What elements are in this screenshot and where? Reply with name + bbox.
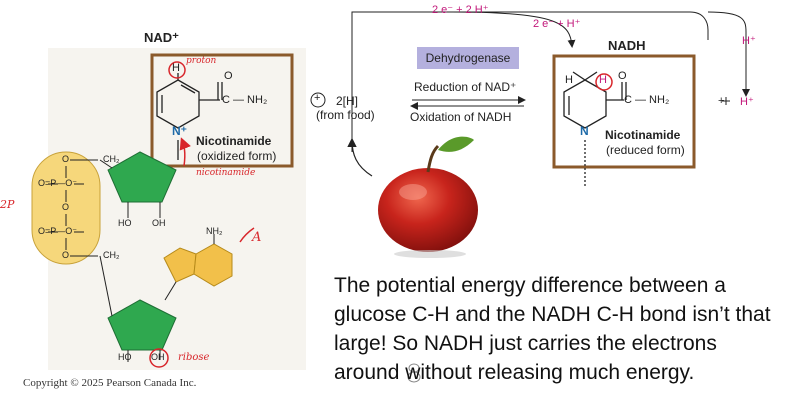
phosphate-bonds xyxy=(48,159,98,257)
ribose-bottom-oh-circled: OH xyxy=(151,352,165,362)
nadh-title: NADH xyxy=(608,38,646,53)
explanation-text: The potential energy difference between … xyxy=(334,271,792,387)
ribose-top-oh2: OH xyxy=(152,218,166,228)
nicotinamide-annotation: nicotinamide xyxy=(196,168,256,178)
atom-o-right: O xyxy=(618,70,627,82)
atom-ch2-bottom: CH₂ xyxy=(103,250,120,260)
phosphate-2-label: O=P—O⁻ xyxy=(38,226,78,236)
nicotinamide-state-right: (reduced form) xyxy=(606,143,685,157)
top-electrons-label: 2 e⁻ + 2 H⁺ xyxy=(432,4,489,16)
atom-h-right-a: H xyxy=(565,74,573,86)
plus-symbol: + xyxy=(314,92,321,104)
nicotinamide-box-oxidized xyxy=(150,53,294,168)
adenine-nh2: NH₂ xyxy=(206,226,223,236)
atom-ch2-top: CH₂ xyxy=(103,154,120,164)
atom-o-bridge: O xyxy=(62,202,70,212)
released-proton-right: H⁺ xyxy=(740,96,754,108)
phosphate-group-shape xyxy=(31,151,101,265)
apple-image xyxy=(378,136,478,258)
pyridine-ring-right xyxy=(563,71,627,188)
top-electron-path xyxy=(351,11,709,96)
nicotinamide-name-left: Nicotinamide xyxy=(196,134,272,148)
adenine-annotation: A xyxy=(252,230,262,245)
hydride-circle-right xyxy=(595,73,613,91)
ribose-sugar-bottom xyxy=(107,299,177,351)
pyridine-ring-left xyxy=(156,73,223,160)
atom-n-right: N xyxy=(580,124,589,138)
atom-o-p2-bottom: O xyxy=(62,250,70,260)
adenine-annotation-mark xyxy=(239,227,255,243)
ribose-annotation: ribose xyxy=(178,352,210,363)
electron-arrow-inner xyxy=(451,11,576,48)
source-2h-label: 2[H] xyxy=(336,94,359,108)
phosphate-annotation: 2P xyxy=(0,198,15,211)
ribose-sugar-top xyxy=(107,151,177,203)
ribose-top-oh1: HO xyxy=(118,218,132,228)
proton-circle-left xyxy=(168,61,186,79)
ribose-oh-circle xyxy=(149,348,169,368)
proton-annotation: proton xyxy=(186,56,217,66)
nicotinamide-state-left: (oxidized form) xyxy=(197,149,277,163)
atom-o-left: O xyxy=(224,70,233,82)
caption-line: around without releasing much energy. xyxy=(334,361,695,384)
source-food-label: (from food) xyxy=(316,108,375,122)
oxidation-label: Oxidation of NADH xyxy=(410,110,512,124)
plus-circle xyxy=(310,92,326,108)
nicotinamide-box-reduced xyxy=(552,54,696,169)
reduction-label: Reduction of NAD⁺ xyxy=(414,80,517,94)
caption-line: The potential energy difference between … xyxy=(334,274,726,297)
plus-sign-right: + xyxy=(718,95,725,107)
ribose-bottom-oh: HO xyxy=(118,352,132,362)
atom-cnh2-left: C — NH₂ xyxy=(222,94,268,106)
dehydrogenase-box: Dehydrogenase xyxy=(417,47,519,69)
adenine-base xyxy=(163,234,233,301)
nicotinamide-name-right: Nicotinamide xyxy=(605,128,681,142)
atom-h-right-b: H xyxy=(599,74,607,86)
cursor-mark xyxy=(407,363,421,383)
copyright-notice: Copyright © 2025 Pearson Canada Inc. xyxy=(23,377,197,389)
proton-arrow-right xyxy=(707,11,750,97)
caption-line: large! So NADH just carries the electron… xyxy=(334,332,717,355)
nicotinamide-arrow xyxy=(179,137,191,167)
released-proton-top: H⁺ xyxy=(742,35,756,47)
atom-o-p1-top: O xyxy=(62,154,70,164)
atom-n-left: N⁺ xyxy=(172,124,187,138)
phosphate-1-label: O=P—O⁻ xyxy=(38,178,78,188)
inner-electrons-label: 2 e⁻ + H⁺ xyxy=(533,18,581,30)
nad-title: NAD⁺ xyxy=(144,30,180,45)
caption-line: glucose C-H and the NADH C-H bond isn’t … xyxy=(334,303,771,326)
atom-h-left: H xyxy=(172,62,180,74)
apple-arrow xyxy=(347,137,373,177)
atom-cnh2-right: C — NH₂ xyxy=(624,94,670,106)
